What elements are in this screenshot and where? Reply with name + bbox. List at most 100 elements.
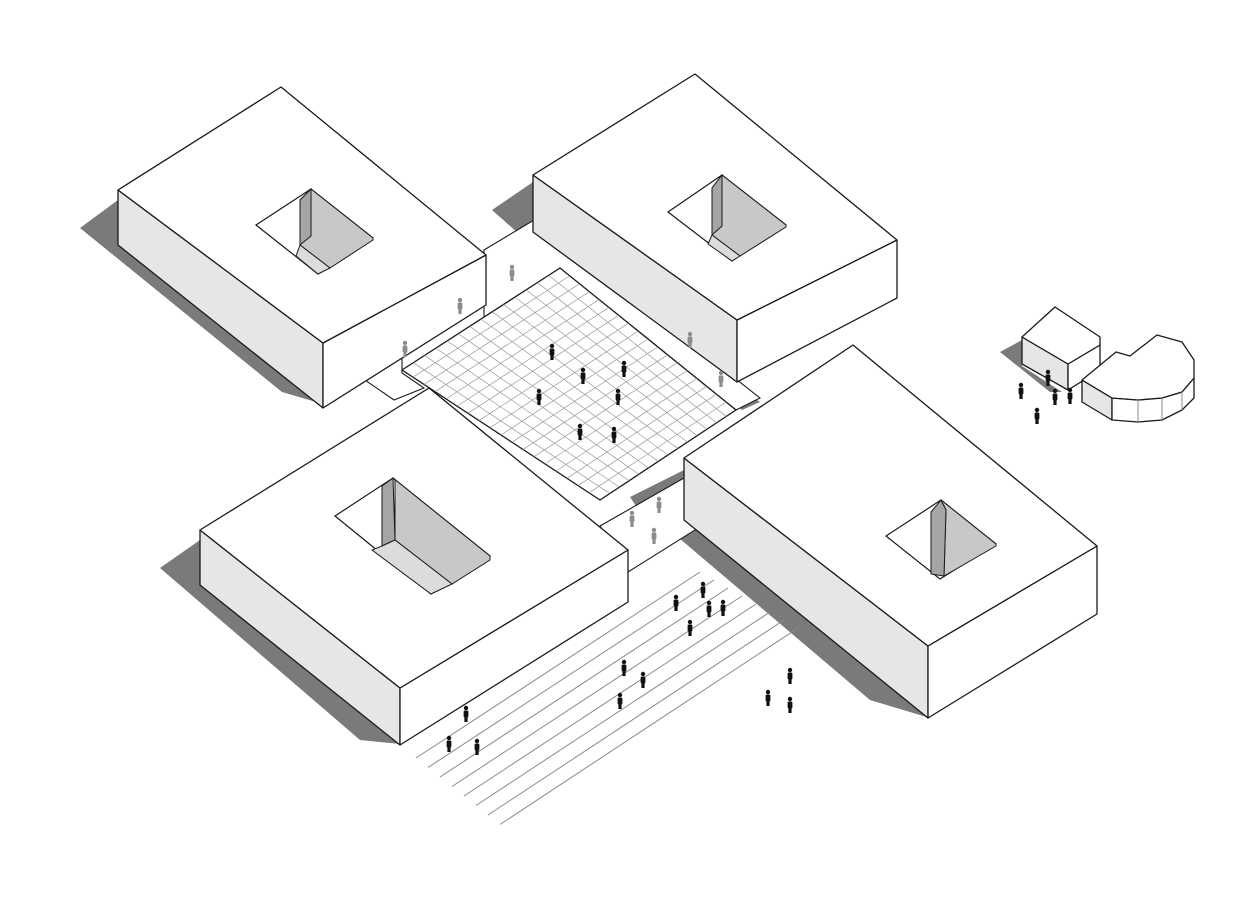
- person-legs: [701, 593, 705, 598]
- person-head: [787, 667, 793, 673]
- shadow-building-northwest: [80, 200, 323, 404]
- person-body: [1052, 393, 1058, 401]
- person-body: [621, 664, 627, 672]
- step-edge-line: [415, 571, 701, 759]
- person-head: [611, 426, 617, 432]
- person-body: [718, 375, 724, 383]
- person-body: [765, 694, 771, 702]
- person-head: [536, 388, 542, 394]
- person-body: [687, 624, 693, 632]
- person-head: [446, 735, 452, 741]
- person-legs: [458, 309, 462, 314]
- person-body: [402, 345, 408, 353]
- person-figure-distant: [509, 264, 515, 281]
- person-head: [509, 264, 515, 270]
- annex-cube-roof: [1021, 306, 1101, 365]
- person-legs: [612, 438, 616, 443]
- plaza-grid-line: [537, 282, 717, 424]
- building-northwest-courtyard: [254, 187, 375, 275]
- person-legs: [578, 435, 582, 440]
- person-head: [474, 738, 480, 744]
- person-body: [463, 710, 469, 718]
- building-southeast-courtyard-wall-b: [930, 499, 947, 577]
- person-legs: [550, 355, 554, 360]
- person-figure: [615, 388, 621, 405]
- person-body: [787, 672, 793, 680]
- annex-building[interactable]: [1021, 306, 1195, 423]
- person-figure: [687, 619, 693, 636]
- building-southeast[interactable]: [683, 344, 1098, 719]
- building-southwest[interactable]: [199, 387, 629, 746]
- person-head: [687, 619, 693, 625]
- person-head: [615, 388, 621, 394]
- person-legs: [657, 508, 661, 513]
- plaza-grid-line: [424, 355, 620, 488]
- person-head: [687, 331, 693, 337]
- building-northeast-courtyard-floor: [707, 234, 741, 262]
- step-edge-line: [463, 603, 757, 797]
- person-body: [549, 348, 555, 356]
- person-head: [673, 594, 679, 600]
- plaza-grid-line: [480, 318, 669, 456]
- person-head: [621, 360, 627, 366]
- building-southwest-courtyard-floor: [370, 539, 453, 595]
- person-head: [402, 340, 408, 346]
- building-southeast-courtyard: [884, 499, 998, 580]
- person-body: [640, 676, 646, 684]
- person-legs: [719, 382, 723, 387]
- person-legs: [622, 671, 626, 676]
- person-legs: [622, 372, 626, 377]
- person-figure: [446, 735, 452, 752]
- person-legs: [641, 683, 645, 688]
- person-legs: [464, 717, 468, 722]
- person-legs: [447, 747, 451, 752]
- person-head: [577, 423, 583, 429]
- person-figure: [621, 360, 627, 377]
- plaza-grid-line: [514, 296, 698, 436]
- person-legs: [766, 701, 770, 706]
- person-legs: [721, 611, 725, 616]
- person-legs: [674, 606, 678, 611]
- person-figure-distant: [629, 510, 635, 527]
- person-figure: [463, 705, 469, 722]
- plaza-grid-line: [446, 340, 640, 475]
- person-legs: [581, 379, 585, 384]
- person-legs: [688, 343, 692, 348]
- person-figure-distant: [457, 297, 463, 314]
- person-body: [787, 701, 793, 709]
- person-figure: [700, 581, 706, 598]
- person-head: [463, 705, 469, 711]
- person-head: [1018, 382, 1024, 388]
- person-body: [457, 302, 463, 310]
- shadow-building-northeast: [492, 182, 700, 372]
- person-head: [549, 343, 555, 349]
- building-southeast-roof: [683, 344, 1098, 647]
- building-northwest[interactable]: [117, 86, 487, 409]
- building-southwest-courtyard-wall-b: [381, 477, 396, 547]
- person-head: [718, 370, 724, 376]
- person-body: [611, 431, 617, 439]
- person-legs: [707, 612, 711, 617]
- person-body: [617, 697, 623, 705]
- plaza-grid-line: [458, 333, 649, 469]
- building-northeast[interactable]: [532, 73, 898, 383]
- person-figure: [1045, 369, 1051, 386]
- person-body: [673, 599, 679, 607]
- person-figure: [640, 671, 646, 688]
- person-figure: [787, 696, 793, 713]
- person-figure-distant: [718, 370, 724, 387]
- person-body: [615, 393, 621, 401]
- person-head: [1034, 407, 1040, 413]
- building-northwest-courtyard-wall-b: [299, 187, 312, 247]
- person-head: [656, 496, 662, 502]
- people-figures: [402, 264, 1073, 755]
- step-edge-line: [499, 627, 799, 825]
- person-legs: [537, 400, 541, 405]
- person-figure: [580, 367, 586, 384]
- person-figure: [536, 388, 542, 405]
- person-legs: [1035, 419, 1039, 424]
- person-legs: [1068, 399, 1072, 404]
- person-body: [706, 605, 712, 613]
- person-body: [446, 740, 452, 748]
- person-head: [640, 671, 646, 677]
